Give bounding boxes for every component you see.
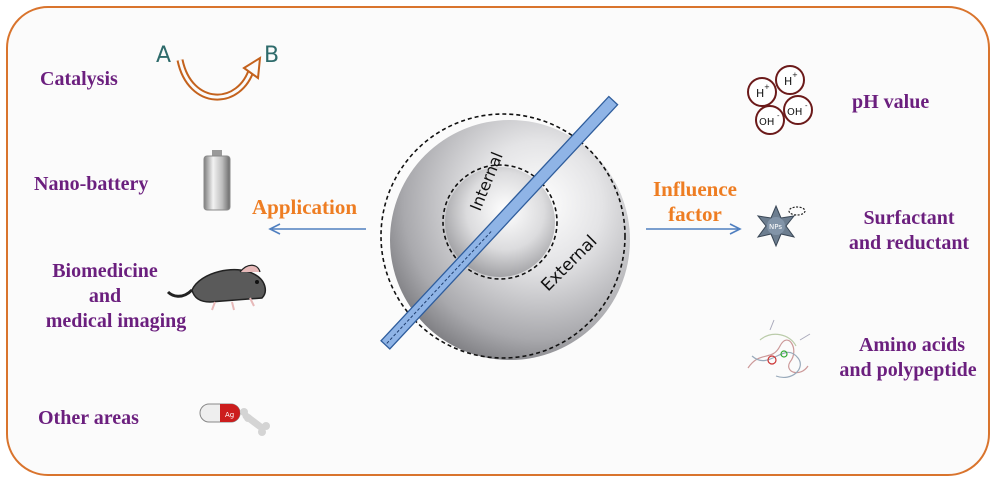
label-influence-line2: factor: [668, 202, 722, 226]
svg-text:-: -: [805, 102, 808, 110]
label-catalysis: Catalysis: [40, 68, 118, 90]
label-a: A: [156, 43, 171, 68]
probe-bar: [380, 95, 619, 350]
label-ph-value: pH value: [852, 91, 930, 113]
np-label: NPs: [769, 223, 782, 231]
label-influence-line1: Influence: [653, 177, 737, 201]
ion-h-2: H: [784, 75, 792, 88]
label-biomedicine-line1: Biomedicine: [52, 260, 158, 282]
ion-oh-1: OH: [759, 117, 774, 128]
label-biomedicine-line2: and: [88, 285, 122, 307]
pill-label: Ag: [225, 411, 234, 419]
label-surfactant-line1: Surfactant: [863, 207, 955, 229]
label-amino-line1: Amino acids: [858, 334, 966, 356]
label-nano-battery: Nano-battery: [34, 173, 149, 195]
svg-text:+: +: [792, 71, 798, 79]
svg-text:-: -: [777, 112, 780, 120]
label-amino-line2: and polypeptide: [839, 359, 977, 381]
ion-h-1: H: [756, 87, 764, 100]
svg-text:+: +: [764, 83, 770, 91]
label-biomedicine-line3: medical imaging: [45, 310, 187, 332]
outer-dashed-ring: [380, 113, 626, 359]
label-other-areas: Other areas: [38, 407, 139, 429]
label-application: Application: [252, 195, 358, 219]
label-b: B: [264, 43, 279, 68]
label-surfactant-line2: and reductant: [848, 232, 970, 254]
ion-oh-2: OH: [787, 107, 802, 118]
inner-dashed-ring: [442, 164, 558, 280]
